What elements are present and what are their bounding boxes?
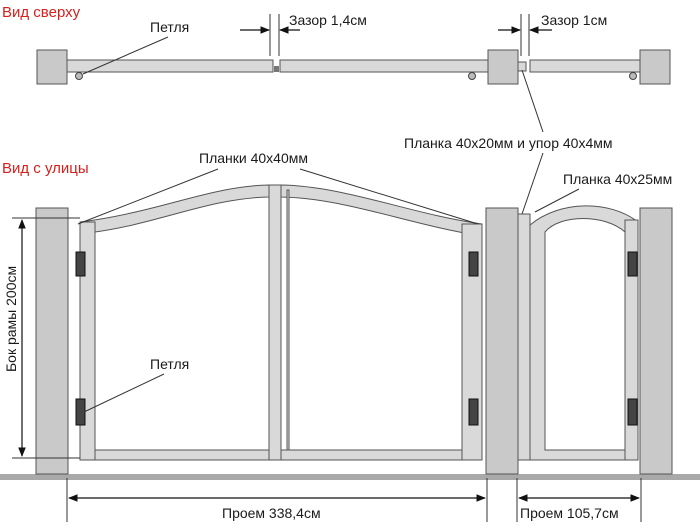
ground-strip [0, 474, 700, 480]
hinge-icon [468, 398, 479, 426]
strip-stop-leader-bottom [521, 152, 544, 215]
street-view [0, 184, 700, 480]
stop-block-top [517, 61, 527, 72]
post-middle [485, 207, 519, 475]
hinge-icon [627, 251, 638, 277]
gate-leaf-left-top [66, 59, 274, 73]
wicket [517, 205, 639, 461]
strip-stop-label: Планка 40х20мм и упор 40х4мм [404, 135, 613, 151]
hinge-icon [468, 251, 479, 277]
strips-40x40-label: Планки 40х40мм [199, 150, 308, 166]
gate-leaf-right-top [279, 59, 489, 73]
hinge-label-side: Петля [150, 356, 189, 372]
hinge-icon [75, 398, 86, 426]
post-middle-top [487, 49, 519, 85]
post-right-top [639, 49, 671, 85]
wicket-leaf-top [529, 59, 641, 73]
gate-center-post [268, 184, 282, 461]
top-view [36, 49, 671, 85]
strip-40x25-leader [534, 188, 580, 213]
hinge-icon [627, 398, 638, 426]
hinge-knuckle-wicket [629, 72, 637, 80]
strips-leader-left [77, 168, 219, 225]
hinge-label-top: Петля [150, 19, 189, 35]
hinge-knuckle-right [468, 72, 476, 80]
strip-stop-leader-top [521, 69, 544, 133]
strip-40x25-label: Планка 40х25мм [563, 171, 672, 187]
gate-leaf-right [280, 184, 483, 461]
gate-left-frame-outer [79, 184, 270, 461]
gate-leaf-left [79, 184, 282, 461]
frame-side-label: Бок рамы 200см [3, 266, 19, 372]
opening-wicket-label: Проем 105,7см [520, 505, 619, 521]
hinge-knuckle-left [75, 72, 83, 80]
gate-right-bottom-rail [280, 449, 463, 461]
gate-right-top-arc [280, 184, 483, 237]
strips-leader-right [299, 168, 479, 225]
center-gap-mark [274, 66, 279, 72]
post-left [35, 207, 69, 475]
gap-left-label: Зазор 1,4см [289, 12, 367, 28]
wicket-frame [529, 205, 639, 461]
opening-gate-label: Проем 338,4см [222, 505, 321, 521]
gate-left-bottom-rail [94, 449, 270, 461]
hinge-side-leader [83, 373, 165, 413]
hinge-icon [75, 251, 86, 277]
gate-right-inner-stile [286, 189, 290, 451]
post-left-top [36, 49, 68, 85]
top-view-title: Вид сверху [2, 4, 81, 21]
hinge-top-leader [82, 36, 169, 75]
post-right [639, 207, 673, 475]
street-view-title: Вид с улицы [2, 160, 89, 177]
wicket-stop-strip [517, 213, 531, 461]
gap-right-label: Зазор 1см [541, 12, 607, 28]
